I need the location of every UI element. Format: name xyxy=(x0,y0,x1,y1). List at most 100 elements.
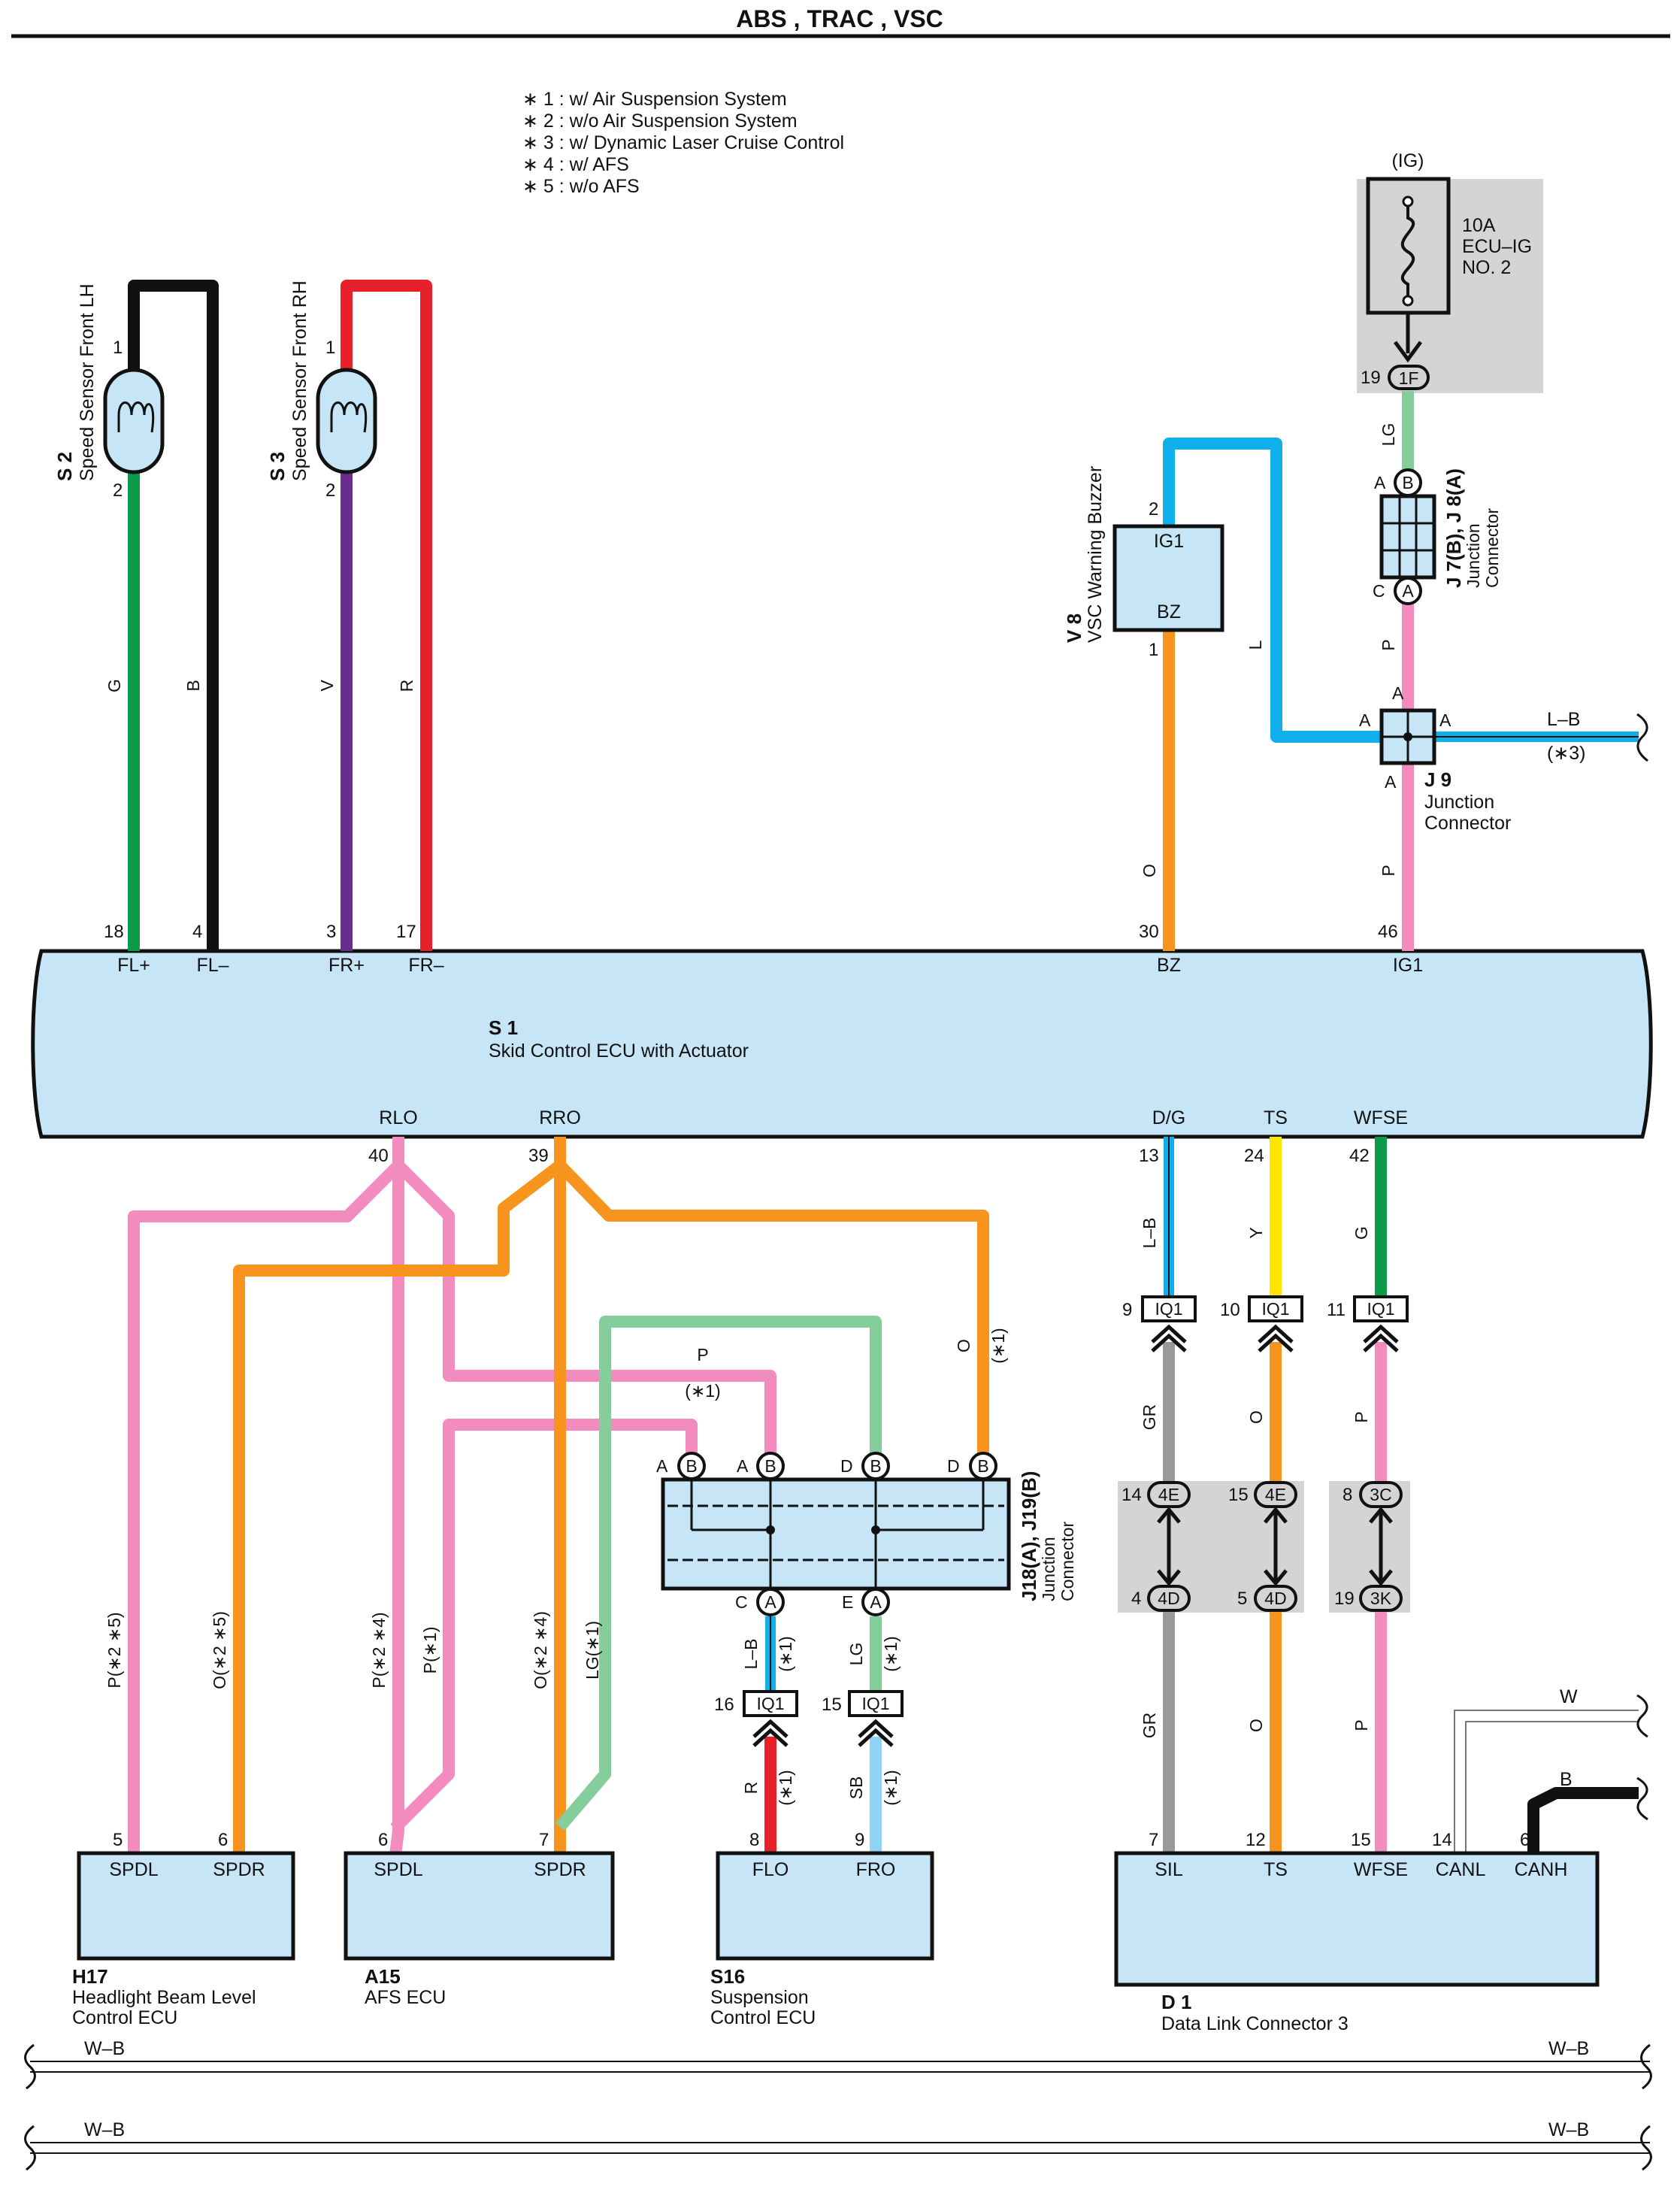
wire-label-w-canl: W xyxy=(1560,1686,1578,1707)
diagram-title: ABS , TRAC , VSC xyxy=(736,5,943,32)
v8-id: V 8 xyxy=(1063,613,1085,643)
wire-label-r-flo: R xyxy=(741,1782,761,1795)
inline-ts-pin-b: 5 xyxy=(1237,1589,1247,1609)
j18-letter-3: D xyxy=(840,1456,853,1476)
h17-name2: Control ECU xyxy=(72,2007,177,2028)
iq1-chevron-ts-icon xyxy=(1258,1324,1294,1352)
wire-label-gr-1: GR xyxy=(1140,1404,1159,1431)
wire-label-p-wfse-1: P xyxy=(1352,1411,1371,1422)
j18-id: J18(A), J19(B) xyxy=(1018,1471,1040,1601)
j7-top-tag-label: B xyxy=(1402,473,1413,492)
inline-ts-pin-a: 15 xyxy=(1228,1485,1249,1505)
j18-body xyxy=(661,1477,1011,1591)
inline-connector-wfse: 3C 8 3K 19 xyxy=(1334,1481,1403,1612)
s1-term-fl-minus: FL– xyxy=(196,955,229,976)
j7-id: J 7(B), J 8(A) xyxy=(1442,468,1465,588)
j9-out-wire: L–B xyxy=(1547,709,1580,730)
inline-sil-tag-a: 4E xyxy=(1158,1485,1179,1504)
wire-label-p-mid: P xyxy=(697,1345,708,1365)
inline-ts-tag-a: 4E xyxy=(1265,1485,1286,1504)
j18-tag-3 xyxy=(861,1452,890,1480)
s1-pin-bz: 30 xyxy=(1139,922,1159,942)
s1-pin-dg: 13 xyxy=(1139,1146,1159,1166)
d1-name: Data Link Connector 3 xyxy=(1161,2013,1349,2034)
wire-label-p1: P(∗1) xyxy=(420,1627,440,1674)
wire-rro-j19 xyxy=(555,1161,989,1458)
inline-ts-arrow-icon xyxy=(1264,1507,1288,1586)
fuse-name1: ECU–IG xyxy=(1462,236,1532,257)
wire-label-sb-fro-note: (∗1) xyxy=(881,1770,901,1805)
wire-label-g-s2: G xyxy=(104,679,124,692)
ground-label-2-left: W–B xyxy=(84,2119,125,2140)
break-b xyxy=(1636,1776,1648,1821)
inline-sil-pin-a: 14 xyxy=(1122,1485,1142,1505)
fuse-pin: 19 xyxy=(1361,368,1381,388)
s16-pin1: 8 xyxy=(749,1830,759,1850)
iq1-tag-dg: IQ1 xyxy=(1155,1299,1182,1319)
j18-letter-4: D xyxy=(947,1456,960,1476)
s1-term-fl-plus: FL+ xyxy=(117,955,150,976)
inline-wfse-tag-a: 3C xyxy=(1370,1485,1391,1504)
wire-label-y-ts: Y xyxy=(1246,1227,1266,1238)
a15-term-spdl: SPDL xyxy=(374,1859,422,1880)
iq1-pin-wfse: 11 xyxy=(1327,1300,1346,1320)
inline-sil-tag-b: 4D xyxy=(1158,1589,1179,1608)
s16-name2: Control ECU xyxy=(710,2007,816,2028)
iq1-connector-flo: IQ1 16 xyxy=(714,1690,798,1747)
wire-label-o25: O(∗2 ∗5) xyxy=(210,1611,229,1689)
j7-name2: Connector xyxy=(1482,508,1502,588)
h17-term-spdl: SPDL xyxy=(109,1859,158,1880)
s3-pin2: 2 xyxy=(325,480,335,501)
j7-bot-letter: C xyxy=(1373,581,1385,601)
a15-id: A15 xyxy=(365,1965,401,1988)
iq1-pin-flo: 16 xyxy=(714,1695,734,1715)
wire-label-p-ig1-upper: P xyxy=(1379,639,1398,650)
iq1-tag-flo: IQ1 xyxy=(756,1694,784,1713)
j18-tag-1 xyxy=(677,1452,706,1480)
s16-term-flo: FLO xyxy=(752,1859,789,1880)
s2-name: Speed Sensor Front LH xyxy=(77,283,98,481)
j18-tag-4 xyxy=(969,1452,997,1480)
s16-ecu-box xyxy=(716,1851,934,1961)
wire-label-r-s3: R xyxy=(397,680,416,692)
s1-term-bz: BZ xyxy=(1157,955,1181,976)
wire-label-o-bz: O xyxy=(1140,864,1159,877)
j18-tag-2-label: B xyxy=(764,1456,776,1476)
wire-label-p25: P(∗2 ∗5) xyxy=(104,1612,124,1688)
h17-term-spdr: SPDR xyxy=(213,1859,265,1880)
wire-canl-white-b xyxy=(1465,1721,1639,1853)
d1-term-ts: TS xyxy=(1264,1859,1288,1880)
d1-term-canh: CANH xyxy=(1515,1859,1568,1880)
d1-id: D 1 xyxy=(1161,1991,1191,2013)
wire-label-o-j19: O xyxy=(954,1339,973,1352)
j9-out-note: (∗3) xyxy=(1547,743,1586,764)
note-5: ∗ 5 : w/o AFS xyxy=(522,176,640,197)
j9-right-letter: A xyxy=(1439,710,1451,730)
ground-bus-1: W–B W–B xyxy=(24,2038,1652,2090)
s1-pin-wfse: 42 xyxy=(1349,1146,1370,1166)
wire-rlo-h17 xyxy=(128,1137,404,1861)
iq1-chevron-wfse-icon xyxy=(1363,1324,1399,1352)
j18-name2: Connector xyxy=(1058,1522,1077,1601)
wire-label-r-flo-note: (∗1) xyxy=(776,1770,795,1805)
j9-bottom-letter: A xyxy=(1385,772,1397,792)
wire-canh-black xyxy=(1527,1787,1639,1853)
s1-term-rro: RRO xyxy=(539,1107,581,1128)
j7-body xyxy=(1379,494,1436,580)
j7-top-letter: A xyxy=(1374,473,1386,492)
ground-label-1-left: W–B xyxy=(84,2038,125,2059)
s1-pin-fr-plus: 3 xyxy=(326,922,336,942)
fuse-connector xyxy=(1388,365,1430,390)
j18-letter-2: A xyxy=(737,1456,749,1476)
s16-id: S16 xyxy=(710,1965,745,1988)
fuse-icon xyxy=(1400,201,1415,301)
fuse-contact-top xyxy=(1402,195,1414,207)
s16-pin2: 9 xyxy=(855,1830,864,1850)
inline-wfse-pin-a: 8 xyxy=(1342,1485,1352,1505)
break-w xyxy=(1636,1694,1648,1738)
j9-name2: Connector xyxy=(1424,813,1511,834)
inline-connector-sil: 4E 14 4D 4 xyxy=(1122,1481,1191,1612)
a15-term-spdr: SPDR xyxy=(534,1859,586,1880)
v8-buzzer-box xyxy=(1112,524,1224,632)
